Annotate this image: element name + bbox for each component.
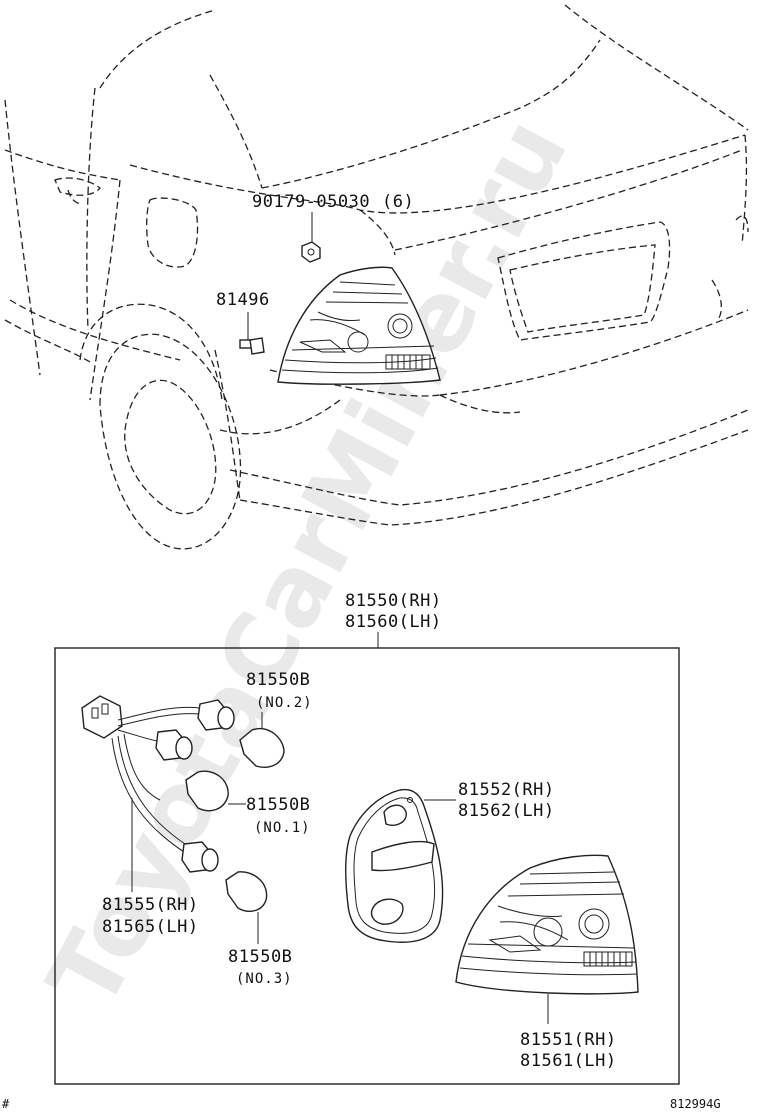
bolt-81496 — [239, 337, 265, 355]
label-nut-qty: (6) — [382, 192, 414, 212]
socket-and-wire — [81, 695, 235, 873]
label-bulb-no3-note: (NO.3) — [236, 971, 293, 987]
label-nut-number: 90179-05030 — [252, 192, 370, 212]
label-bulb-no2-note: (NO.2) — [256, 695, 313, 711]
nut-90179 — [301, 241, 321, 263]
label-bulb-no3: 81550B — [228, 947, 292, 967]
bulb-no1 — [185, 770, 229, 812]
label-gasket-lh: 81562(LH) — [458, 801, 555, 821]
gasket — [344, 788, 444, 943]
label-bulb-no1: 81550B — [246, 795, 310, 815]
label-bulb-no1-note: (NO.1) — [254, 820, 311, 836]
label-lens-rh: 81551(RH) — [520, 1030, 617, 1050]
bulb-no2 — [239, 727, 285, 768]
bulb-no3 — [225, 871, 268, 912]
label-bulb-no2: 81550B — [246, 670, 310, 690]
footer-left-mark: # — [2, 1097, 10, 1111]
car-rear-illustration — [4, 4, 749, 550]
assembly-frame — [54, 647, 680, 1085]
lens-and-body — [455, 854, 639, 995]
label-socket-rh: 81555(RH) — [102, 895, 199, 915]
label-assembly-lh: 81560(LH) — [345, 612, 442, 632]
label-socket-lh: 81565(LH) — [102, 917, 199, 937]
label-gasket-rh: 81552(RH) — [458, 780, 555, 800]
label-assembly-rh: 81550(RH) — [345, 591, 442, 611]
diagram-code: 812994G — [670, 1097, 721, 1111]
label-bolt: 81496 — [216, 290, 270, 310]
label-lens-lh: 81561(LH) — [520, 1051, 617, 1071]
